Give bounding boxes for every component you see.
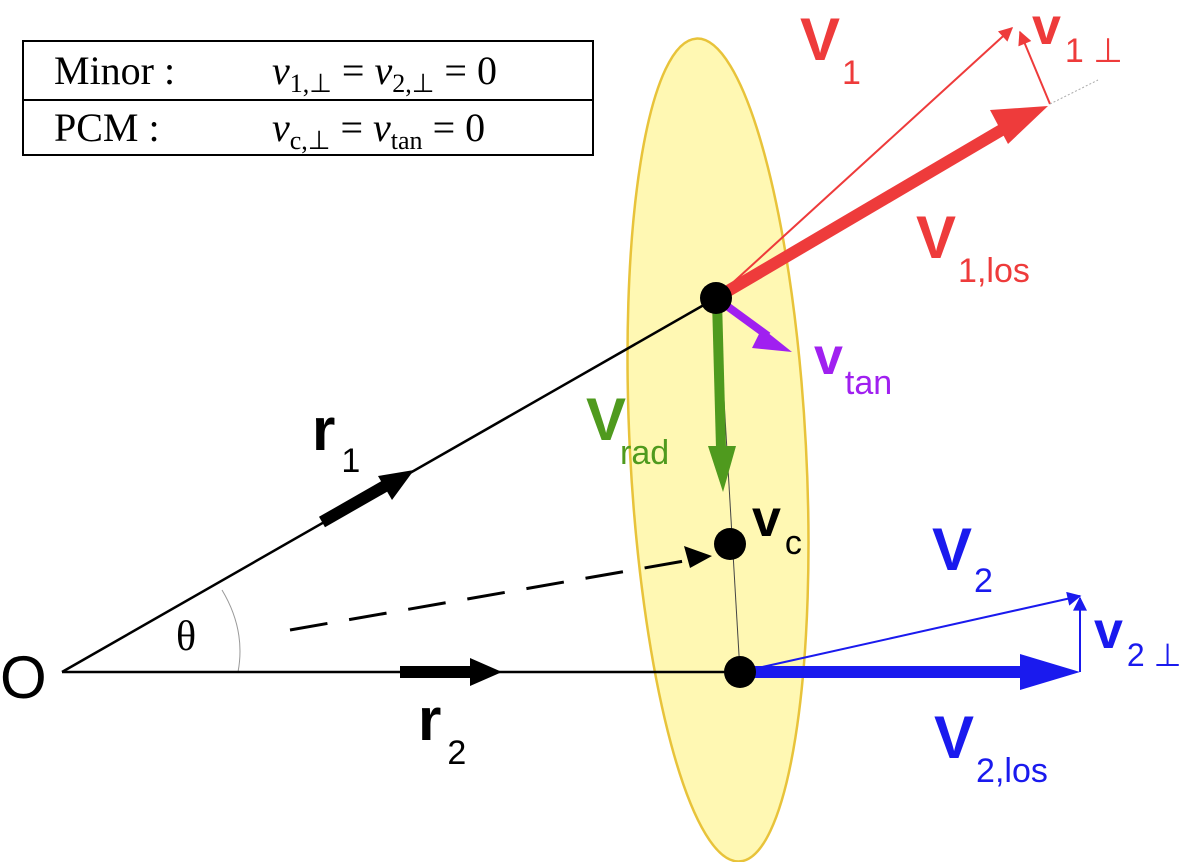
r2-label-sub: 2 [447,734,466,772]
V1los-extension [1049,79,1099,105]
legend-table: Minor : v1,⊥ = v2,⊥ = 0 PCM : vc,⊥ = vta… [22,40,594,156]
point-2 [724,656,756,688]
legend-pcm-lhs-var: v [272,105,290,150]
V2-label-sub: 2 [974,562,993,600]
vtan-label-sub: tan [845,364,892,402]
legend-minor-name: Minor : [54,48,176,93]
V2los-arrowhead [1020,654,1080,690]
V1-label-main: V [800,6,840,73]
r1-label-main: r [312,396,335,463]
vc-dashed-arrowhead [684,546,712,568]
Vrad-arrowhead [708,446,736,492]
point-1 [700,282,732,314]
vc-label-sub: c [785,524,802,562]
v2perp-label-main: v [1094,602,1123,660]
v1perp-label-main: v [1032,0,1061,56]
V2-label-main: V [932,516,972,583]
Vrad-label-main: V [586,386,626,453]
Vrad-arrow-shaft [712,299,726,449]
V2-label: V2 [932,516,993,600]
V1-label-sub: 1 [842,54,861,92]
v1perp-label-sub: 1 ⊥ [1065,32,1123,70]
V1-arrow-line [715,27,1014,299]
v1perp-arrow-line [1018,30,1051,105]
Vrad-label: Vrad [586,386,669,472]
legend-pcm-mid-var: v [373,105,391,150]
legend-pcm-equation: vc,⊥ = vtan = 0 [272,99,485,169]
legend-minor-mid-sub: 2,⊥ [392,69,435,98]
V1-label: V1 [800,6,861,92]
r2-arrowhead [470,658,502,686]
legend-minor-equation: v1,⊥ = v2,⊥ = 0 [272,42,497,112]
legend-row-pcm: PCM : vc,⊥ = vtan = 0 [24,99,592,156]
point-c [714,528,746,560]
vtan-label: vtan [814,328,892,402]
legend-pcm-name: PCM : [54,105,160,150]
legend-minor-mid-var: v [374,48,393,93]
vtan-label-main: v [814,328,843,386]
V2-arrow-line [739,591,1082,673]
legend-minor-lhs-sub: 1,⊥ [289,69,332,98]
Vrad-label-sub: rad [620,434,669,472]
legend-pcm-lhs-sub: c,⊥ [289,126,331,155]
theta-label: θ [176,614,196,660]
v2perp-label-sub: 2 ⊥ [1127,637,1182,673]
V1los-label-main: V [916,204,956,271]
r1-arrowhead [378,470,414,500]
V1los-label-sub: 1,los [958,252,1030,290]
vc-label-main: v [752,490,781,548]
legend-minor-lhs-var: v [272,48,290,93]
vtan-arrowhead [752,328,792,352]
V1los-arrowhead [990,106,1048,144]
legend-minor-eq1: = [331,48,375,93]
V2los-label-main: V [934,704,974,771]
legend-minor-eq2: = 0 [434,48,497,93]
legend-pcm-eq1: = [330,105,374,150]
legend-pcm-eq2: = 0 [422,105,486,150]
V1los-label: V1,los [916,204,1030,290]
vc-dashed-line [289,558,691,632]
r1-label-sub: 1 [341,442,360,480]
V1los-arrow-shaft [712,122,1009,304]
theta-arc [221,589,241,673]
V2los-label-sub: 2,los [976,752,1048,790]
r1-arrow-shaft [319,480,388,528]
V2los-label: V2,los [934,704,1048,790]
r2-label-main: r [418,686,441,753]
legend-pcm-mid-sub: tan [390,126,423,155]
origin-label: O [0,644,47,711]
legend-row-minor: Minor : v1,⊥ = v2,⊥ = 0 [24,42,592,101]
